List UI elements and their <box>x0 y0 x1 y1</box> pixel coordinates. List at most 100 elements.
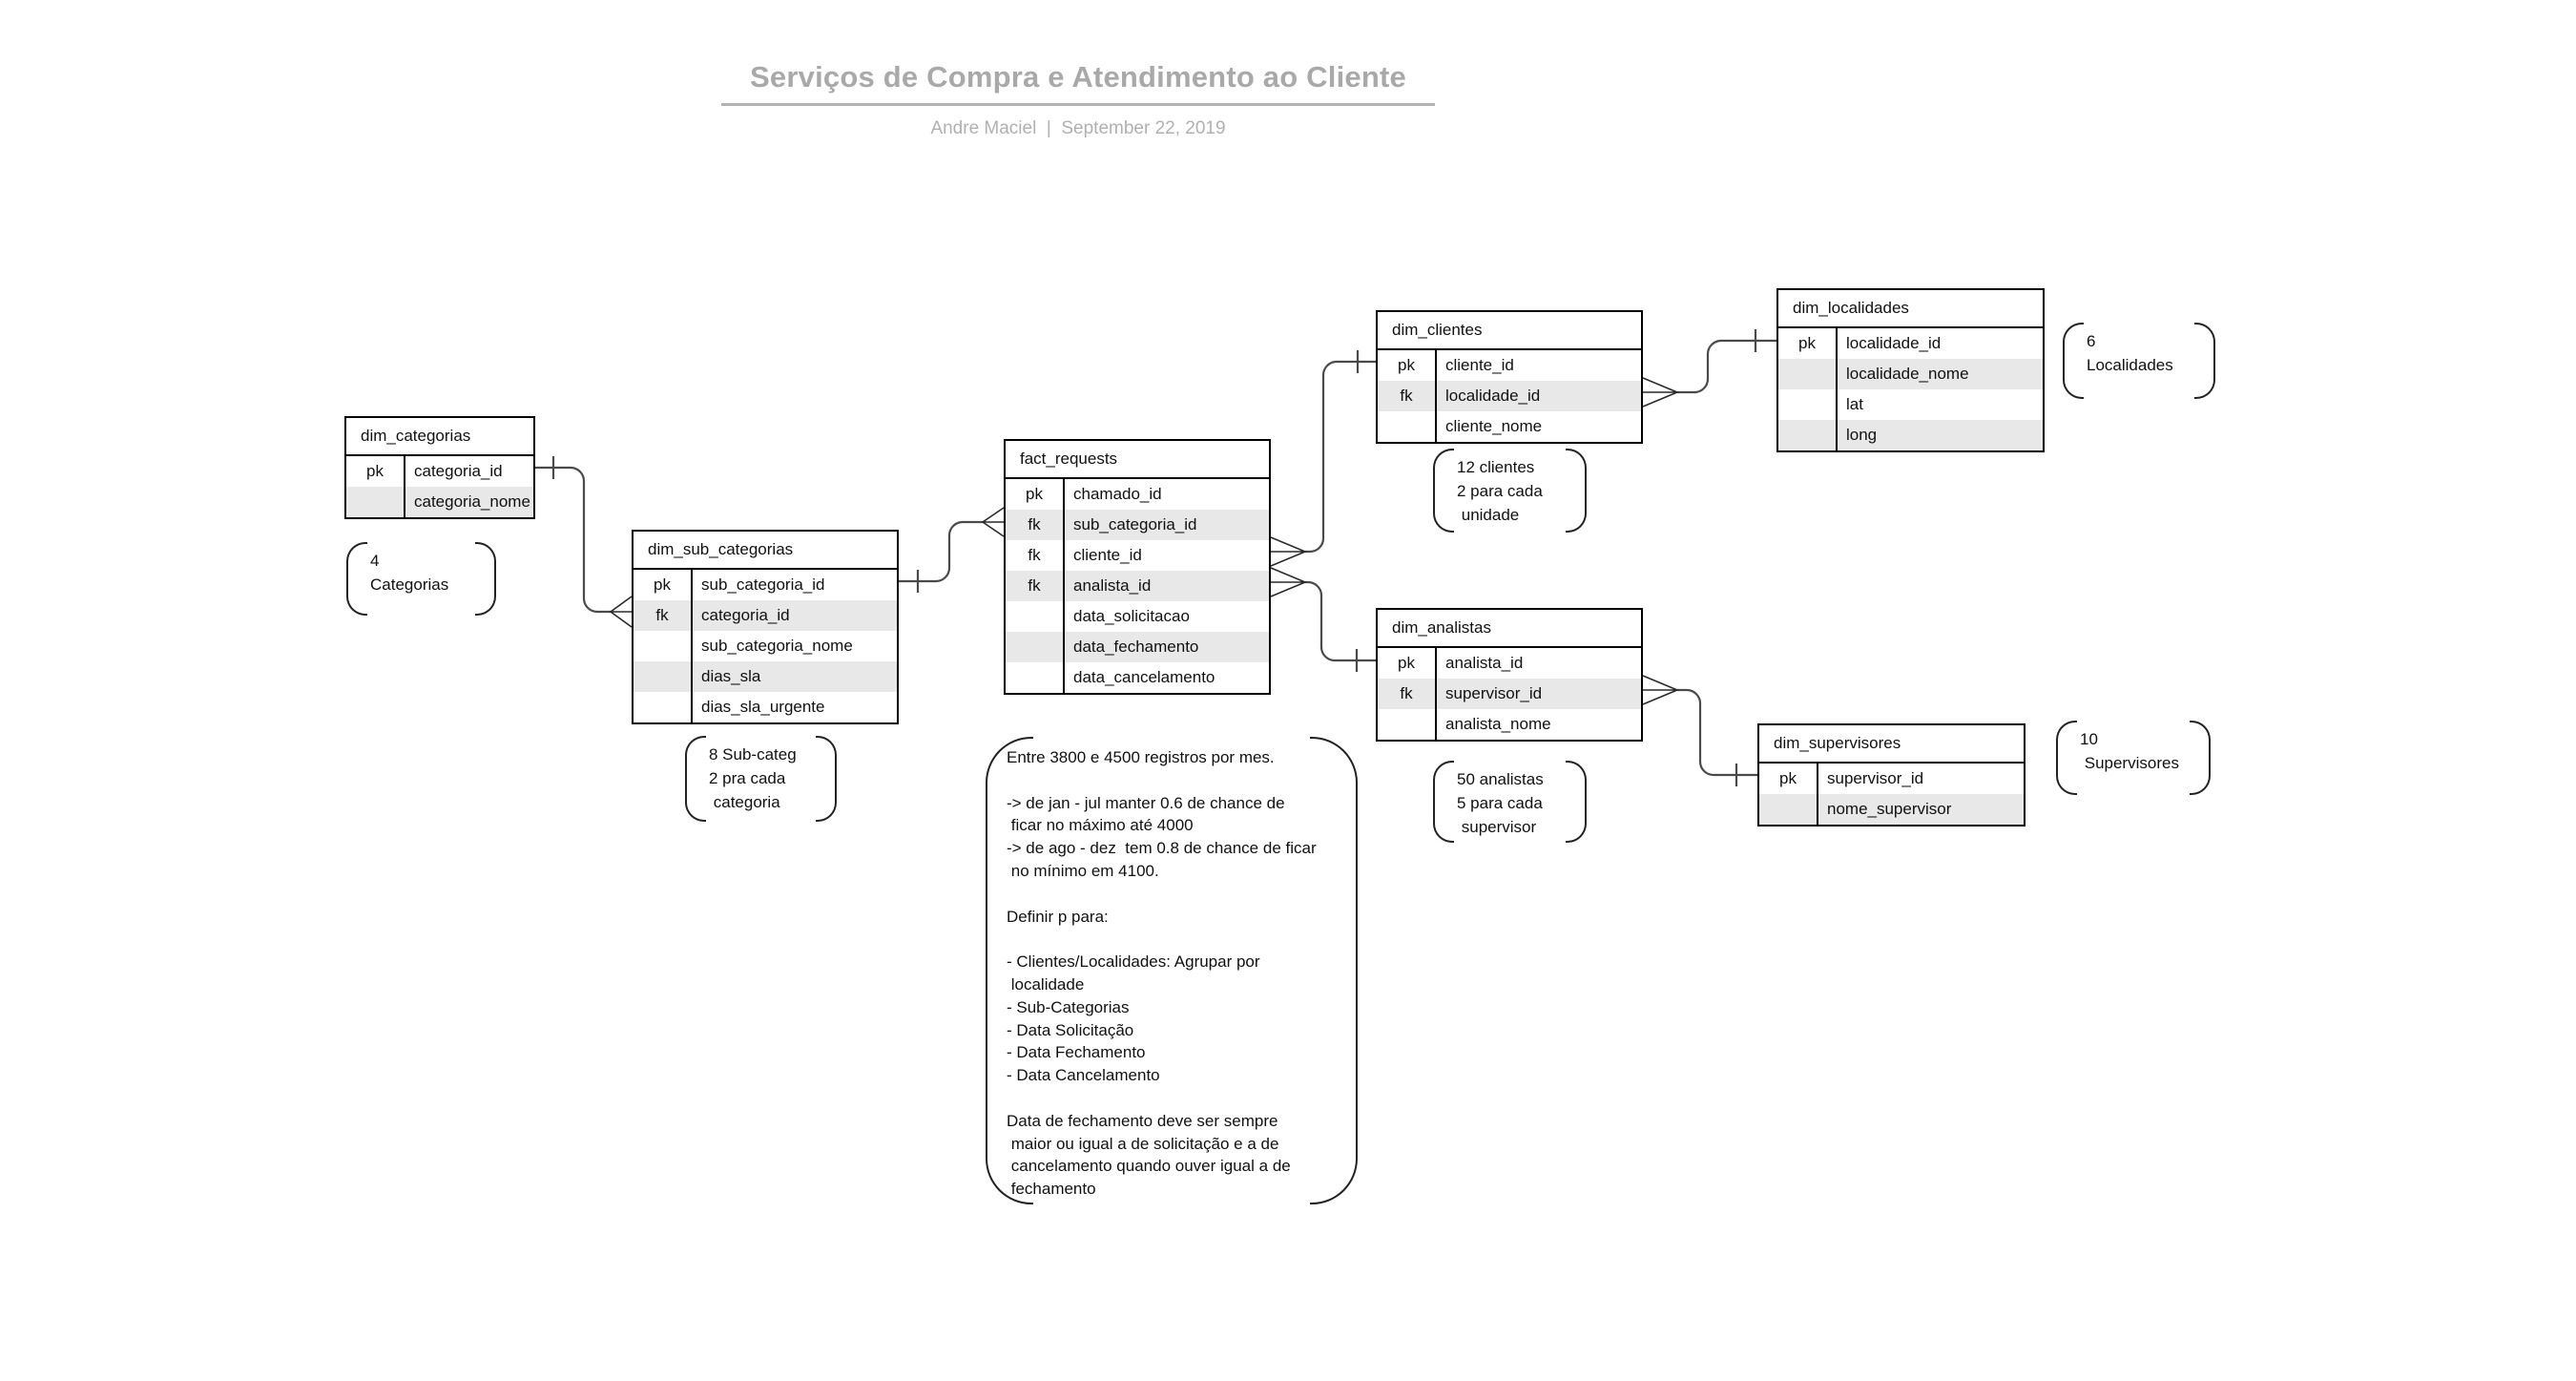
row-key-label <box>634 631 693 661</box>
table-row: fk supervisor_id <box>1378 679 1641 709</box>
row-key-label <box>1778 389 1838 420</box>
note-text: 8 Sub-categ 2 pra cada categoria <box>709 745 797 811</box>
row-field-name: cliente_nome <box>1445 417 1543 435</box>
title-block: Serviços de Compra e Atendimento ao Clie… <box>721 61 1435 139</box>
row-key-label: pk <box>1759 764 1818 794</box>
table-body: pk analista_id fk supervisor_id analista… <box>1378 648 1641 740</box>
table-row: data_cancelamento <box>1006 662 1269 693</box>
left-bracket <box>1433 449 1454 533</box>
table-row: dias_sla <box>634 661 897 692</box>
row-field-name: localidade_nome <box>1846 365 1969 383</box>
row-key-label: pk <box>1006 479 1065 510</box>
row-key-label: fk <box>1006 540 1065 571</box>
right-bracket <box>816 736 837 822</box>
row-key-label: fk <box>1006 510 1065 540</box>
table-row: fk sub_categoria_id <box>1006 510 1269 540</box>
right-bracket <box>1566 449 1587 533</box>
row-field-name: cliente_id <box>1073 546 1142 564</box>
row-field-name: categoria_id <box>701 606 790 624</box>
left-bracket <box>2056 721 2077 795</box>
table-row: pk analista_id <box>1378 648 1641 679</box>
table-name: dim_clientes <box>1378 312 1641 350</box>
table-body: pk sub_categoria_id fk categoria_id sub_… <box>634 570 897 722</box>
row-key-label <box>1006 632 1065 662</box>
annotation-note-fact-requests-rules[interactable]: Entre 3800 e 4500 registros por mes. -> … <box>986 737 1358 1204</box>
connector-dim-analistas-to-dim-supervisores[interactable] <box>1642 675 1757 786</box>
row-key-label: fk <box>1378 381 1437 411</box>
row-field-name: categoria_id <box>414 462 503 480</box>
note-text: 6 Localidades <box>2087 332 2173 374</box>
annotation-note-subcategorias[interactable]: 8 Sub-categ 2 pra cada categoria <box>685 736 837 822</box>
connector-dim-categorias-to-dim-sub-categorias[interactable] <box>535 456 633 628</box>
annotation-note-analistas[interactable]: 50 analistas 5 para cada supervisor <box>1433 761 1587 843</box>
table-row: sub_categoria_nome <box>634 631 897 661</box>
erd-table-dim-localidades[interactable]: dim_localidades pk localidade_id localid… <box>1776 288 2045 452</box>
table-row: analista_nome <box>1378 709 1641 740</box>
note-text: 10 Supervisores <box>2080 730 2179 772</box>
erd-table-dim-analistas[interactable]: dim_analistas pk analista_id fk supervis… <box>1376 608 1643 742</box>
table-row: data_fechamento <box>1006 632 1269 662</box>
table-name: dim_localidades <box>1778 290 2043 328</box>
left-bracket <box>346 542 367 616</box>
annotation-note-localidades[interactable]: 6 Localidades <box>2063 323 2215 399</box>
row-field-name: data_cancelamento <box>1073 668 1215 686</box>
row-field-name: cliente_id <box>1445 356 1514 374</box>
row-key-label <box>1778 359 1838 389</box>
row-field-name: data_solicitacao <box>1073 607 1190 625</box>
row-key-label <box>1006 662 1065 693</box>
erd-table-dim-supervisores[interactable]: dim_supervisores pk supervisor_id nome_s… <box>1757 723 2025 827</box>
connector-fact-requests-to-dim-analistas[interactable] <box>1270 567 1376 672</box>
title-divider <box>721 103 1435 106</box>
row-field-name: analista_nome <box>1445 715 1551 733</box>
erd-table-dim-clientes[interactable]: dim_clientes pk cliente_id fk localidade… <box>1376 310 1643 444</box>
row-field-name: localidade_id <box>1846 334 1942 352</box>
row-key-label <box>634 661 693 692</box>
right-bracket <box>475 542 496 616</box>
connector-fact-requests-to-dim-clientes[interactable] <box>1270 350 1376 567</box>
table-body: pk categoria_id categoria_nome <box>346 456 533 517</box>
row-key-label <box>346 487 405 517</box>
page-subtitle: Andre Maciel | September 22, 2019 <box>930 118 1226 138</box>
table-name: dim_categorias <box>346 418 533 456</box>
table-name: dim_supervisores <box>1759 725 2024 764</box>
table-row: pk sub_categoria_id <box>634 570 897 600</box>
table-row: long <box>1778 420 2043 450</box>
row-key-label: fk <box>1378 679 1437 709</box>
row-field-name: lat <box>1846 395 1863 413</box>
row-key-label: pk <box>1778 328 1838 359</box>
annotation-note-clientes[interactable]: 12 clientes 2 para cada unidade <box>1433 449 1587 533</box>
row-field-name: supervisor_id <box>1827 769 1924 787</box>
row-field-name: categoria_nome <box>414 492 530 511</box>
row-key-label: fk <box>1006 571 1065 601</box>
table-row: pk localidade_id <box>1778 328 2043 359</box>
table-row: pk chamado_id <box>1006 479 1269 510</box>
page-title: Serviços de Compra e Atendimento ao Clie… <box>750 60 1406 94</box>
connector-dim-sub-categorias-to-fact-requests[interactable] <box>899 507 1005 593</box>
table-row: fk localidade_id <box>1378 381 1641 411</box>
erd-table-dim-sub-categorias[interactable]: dim_sub_categorias pk sub_categoria_id f… <box>632 530 899 724</box>
right-bracket <box>1566 761 1587 843</box>
row-key-label <box>634 692 693 722</box>
erd-table-dim-categorias[interactable]: dim_categorias pk categoria_id categoria… <box>344 416 535 519</box>
row-key-label: pk <box>1378 350 1437 381</box>
row-key-label: pk <box>634 570 693 600</box>
erd-table-fact-requests[interactable]: fact_requests pk chamado_id fk sub_categ… <box>1004 439 1271 695</box>
row-field-name: supervisor_id <box>1445 684 1543 702</box>
annotation-note-categorias[interactable]: 4 Categorias <box>346 542 496 616</box>
table-row: dias_sla_urgente <box>634 692 897 722</box>
row-field-name: dias_sla_urgente <box>701 698 825 716</box>
table-row: nome_supervisor <box>1759 794 2024 825</box>
left-bracket <box>1433 761 1454 843</box>
row-key-label: pk <box>1378 648 1437 679</box>
row-field-name: nome_supervisor <box>1827 800 1952 818</box>
row-field-name: long <box>1846 426 1878 444</box>
row-field-name: dias_sla <box>701 667 761 685</box>
table-row: data_solicitacao <box>1006 601 1269 632</box>
table-body: pk cliente_id fk localidade_id cliente_n… <box>1378 350 1641 442</box>
row-key-label <box>1378 411 1437 442</box>
connector-dim-clientes-to-dim-localidades[interactable] <box>1642 329 1776 408</box>
annotation-note-supervisores[interactable]: 10 Supervisores <box>2056 721 2211 795</box>
table-body: pk localidade_id localidade_nome lat lon… <box>1778 328 2043 450</box>
table-row: localidade_nome <box>1778 359 2043 389</box>
